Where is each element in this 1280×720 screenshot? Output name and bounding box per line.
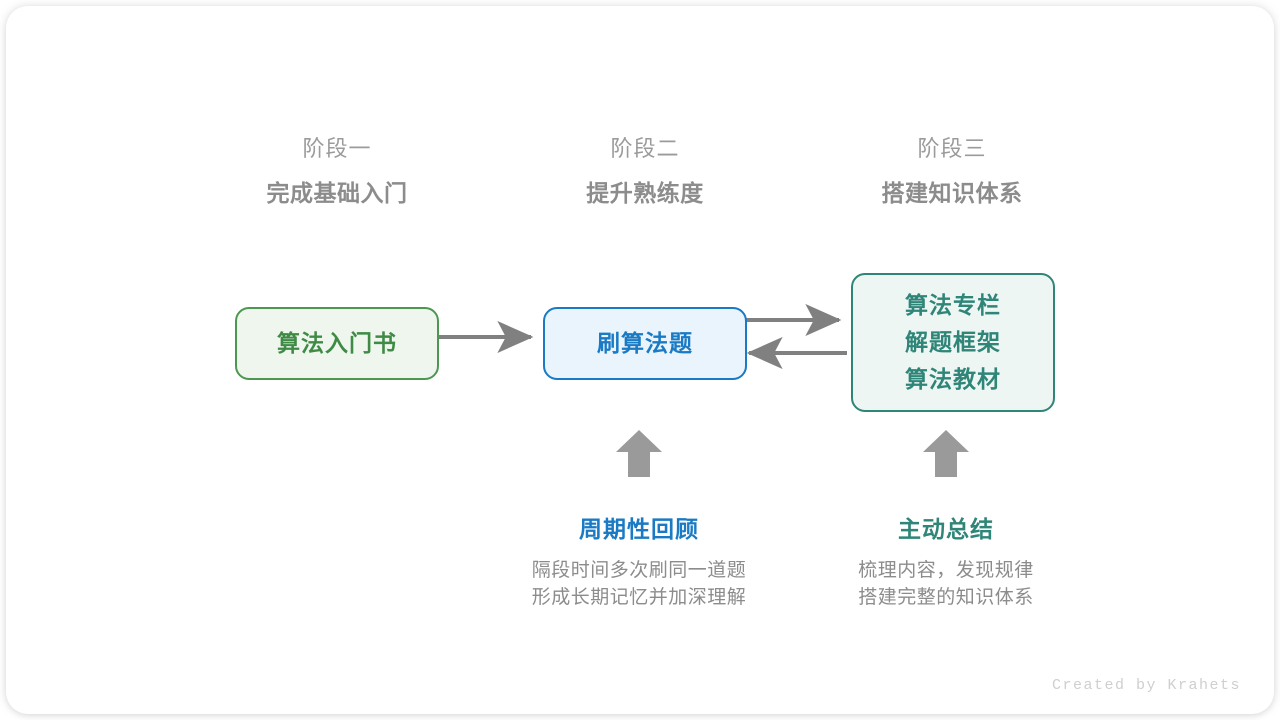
node-intro-book-line-1: 算法入门书 (277, 330, 397, 356)
note-periodic-review-desc-line-1: 隔段时间多次刷同一道题 (531, 560, 747, 581)
diagram-card: 阶段一 完成基础入门 阶段二 提升熟练度 阶段三 搭建知识体系 (6, 6, 1274, 714)
note-active-summary: 主动总结 梳理内容，发现规律 搭建完整的知识体系 (786, 513, 1106, 611)
note-active-summary-title: 主动总结 (898, 516, 994, 542)
node-learning-resources-line-2: 解题框架 (905, 329, 1001, 355)
node-practice-problems-line-1: 刷算法题 (597, 330, 693, 356)
note-periodic-review-desc-line-2: 形成长期记忆并加深理解 (531, 587, 747, 608)
node-practice-problems[interactable]: 刷算法题 (543, 307, 747, 380)
note-active-summary-desc-line-1: 梳理内容，发现规律 (858, 560, 1034, 581)
stage-1-name: 阶段一 (302, 136, 372, 161)
stage-2-title: 提升熟练度 (586, 180, 704, 206)
up-arrow-review (616, 430, 662, 477)
up-arrow-summary (923, 430, 969, 477)
node-intro-book[interactable]: 算法入门书 (235, 307, 439, 380)
node-learning-resources-line-3: 算法教材 (905, 366, 1001, 392)
stage-header-2: 阶段二 提升熟练度 (495, 134, 795, 209)
note-active-summary-desc-line-2: 搭建完整的知识体系 (858, 587, 1034, 608)
stage-header-1: 阶段一 完成基础入门 (187, 134, 487, 209)
note-periodic-review-desc: 隔段时间多次刷同一道题 形成长期记忆并加深理解 (479, 557, 799, 611)
note-periodic-review-title: 周期性回顾 (579, 516, 699, 542)
stage-3-name: 阶段三 (917, 136, 987, 161)
stage-2-name: 阶段二 (610, 136, 680, 161)
note-active-summary-desc: 梳理内容，发现规律 搭建完整的知识体系 (786, 557, 1106, 611)
stage-header-3: 阶段三 搭建知识体系 (802, 134, 1102, 209)
node-learning-resources-line-1: 算法专栏 (905, 292, 1001, 318)
stage-1-title: 完成基础入门 (266, 180, 408, 206)
note-periodic-review: 周期性回顾 隔段时间多次刷同一道题 形成长期记忆并加深理解 (479, 513, 799, 611)
node-learning-resources[interactable]: 算法专栏 解题框架 算法教材 (851, 273, 1055, 412)
stage-3-title: 搭建知识体系 (881, 180, 1023, 206)
credit-text: Created by Krahets (1051, 677, 1241, 694)
